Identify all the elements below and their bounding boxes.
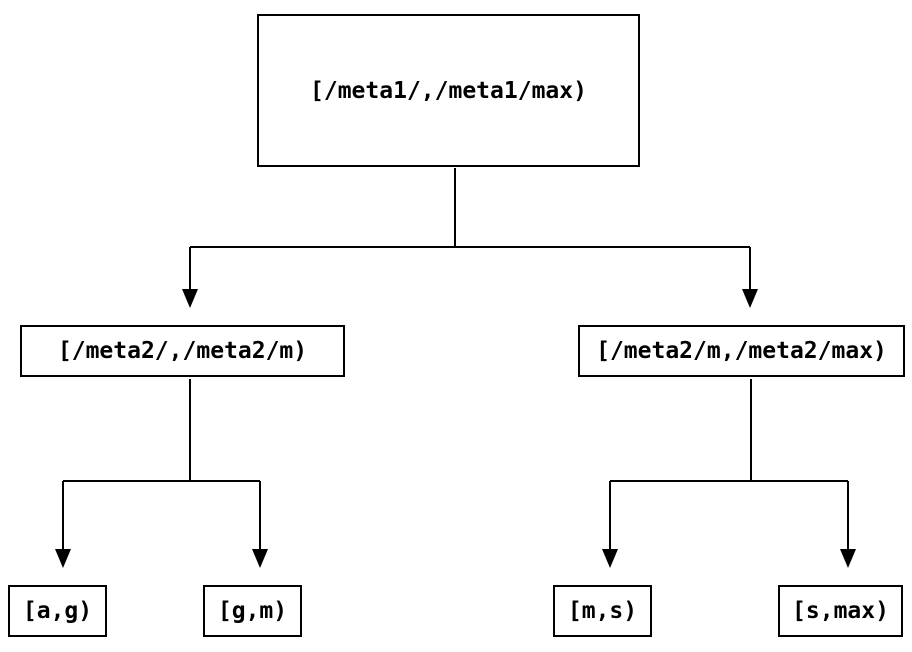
tree-node-root: [/meta1/,/meta1/max) xyxy=(257,14,640,167)
tree-leaf-ag: [a,g) xyxy=(8,585,107,637)
tree-leaf-gm-label: [g,m) xyxy=(217,598,288,624)
tree-node-root-label: [/meta1/,/meta1/max) xyxy=(310,77,587,104)
arrowhead-down-icon xyxy=(252,549,268,568)
tree-leaf-ag-label: [a,g) xyxy=(22,598,93,624)
arrowhead-down-icon xyxy=(182,289,198,308)
tree-leaf-smax-label: [s,max) xyxy=(792,598,889,624)
arrowhead-down-icon xyxy=(840,549,856,568)
tree-node-meta2-low: [/meta2/,/meta2/m) xyxy=(20,325,345,377)
tree-node-meta2-high-label: [/meta2/m,/meta2/max) xyxy=(596,338,887,364)
arrowhead-down-icon xyxy=(602,549,618,568)
arrowhead-down-icon xyxy=(742,289,758,308)
arrowhead-down-icon xyxy=(55,549,71,568)
tree-node-meta2-low-label: [/meta2/,/meta2/m) xyxy=(57,338,308,364)
tree-node-meta2-high: [/meta2/m,/meta2/max) xyxy=(578,325,905,377)
tree-leaf-gm: [g,m) xyxy=(203,585,302,637)
tree-leaf-ms-label: [m,s) xyxy=(567,598,638,624)
tree-leaf-ms: [m,s) xyxy=(553,585,652,637)
tree-leaf-smax: [s,max) xyxy=(778,585,903,637)
